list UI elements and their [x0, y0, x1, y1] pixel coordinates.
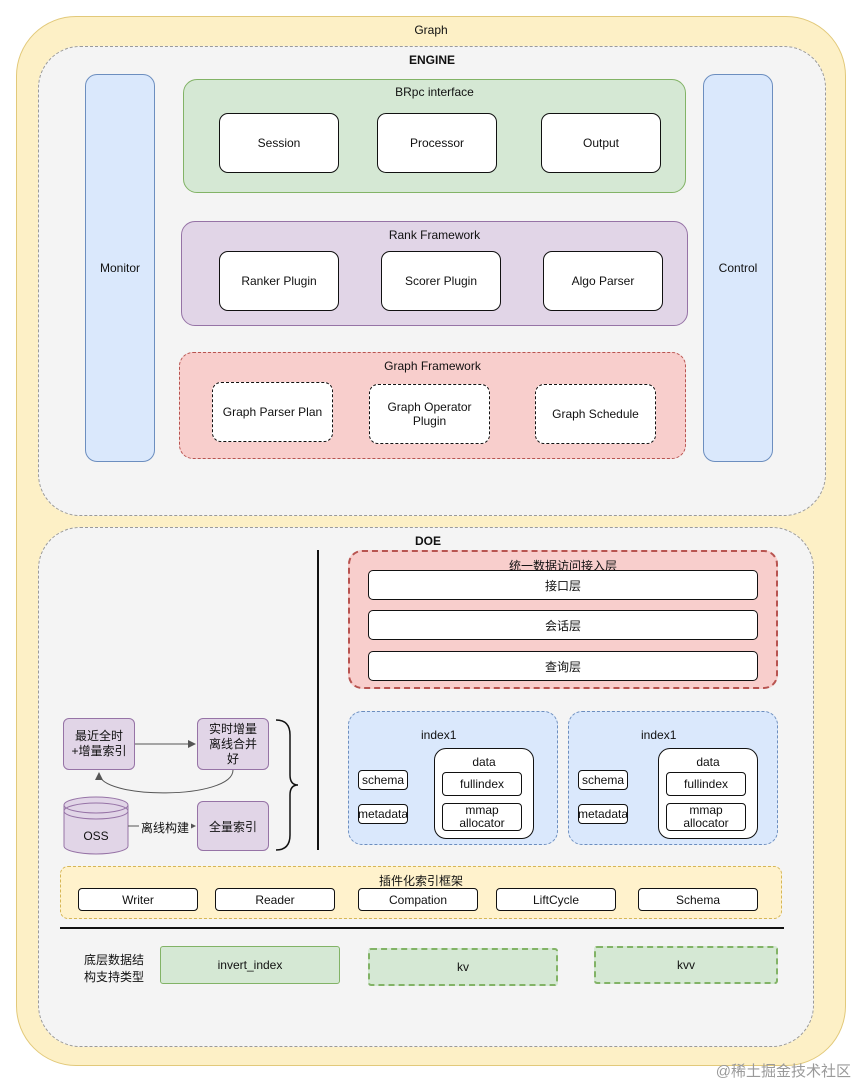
doe-title: DOE — [415, 534, 442, 548]
algo-parser-label: Algo Parser — [571, 274, 635, 288]
kv-box: kv — [368, 948, 558, 986]
graph-schedule-box: Graph Schedule — [535, 384, 656, 444]
graph-parser-plan-box: Graph Parser Plan — [212, 382, 333, 442]
schema-label: schema — [581, 773, 625, 787]
unified-access-layer-title: 统一数据访问接入层 — [508, 559, 617, 573]
fullindex-label: fullindex — [683, 777, 729, 791]
schema-box: schema — [578, 770, 628, 790]
mmap-allocator-box: mmap allocator — [666, 803, 746, 831]
query-layer-label: 查询层 — [544, 659, 581, 674]
writer-label: Writer — [122, 892, 154, 907]
invert-index-label: invert_index — [217, 958, 283, 972]
ranker-plugin-label: Ranker Plugin — [241, 274, 317, 288]
recent-full-incremental-index-box: 最近全时+增量索引 — [63, 718, 135, 770]
monitor-label: Monitor — [99, 261, 140, 275]
full-index-label: 全量索引 — [208, 819, 257, 834]
reader-label: Reader — [255, 892, 295, 907]
invert-index-box: invert_index — [160, 946, 340, 984]
control-box: Control — [703, 74, 773, 462]
kvv-label: kvv — [677, 958, 695, 972]
schema-plugin-box: Schema — [638, 888, 758, 911]
session-layer-box: 会话层 — [368, 610, 758, 640]
fullindex-box: fullindex — [442, 772, 522, 796]
plugin-index-framework-title: 插件化索引框架 — [378, 874, 463, 888]
realtime-incremental-merge-label: 实时增量离线合并好 — [208, 721, 257, 766]
oss-label: OSS — [83, 829, 109, 843]
schema-box: schema — [358, 770, 408, 790]
kv-label: kv — [457, 960, 469, 974]
session-layer-label: 会话层 — [544, 618, 581, 633]
doe-horizontal-divider — [60, 927, 784, 929]
data-title: data — [696, 755, 720, 769]
schema-label: schema — [361, 773, 405, 787]
index-name: index1 — [421, 728, 457, 742]
control-label: Control — [718, 261, 758, 275]
writer-box: Writer — [78, 888, 198, 911]
data-structure-label: 底层数据结构支持类型 — [84, 953, 145, 984]
metadata-label: metadata — [357, 807, 409, 821]
processor-box: Processor — [377, 113, 497, 173]
index-name: index1 — [641, 728, 677, 742]
recent-full-incremental-index-label: 最近全时+增量索引 — [71, 729, 127, 758]
watermark: @稀土掘金技术社区 — [715, 1063, 851, 1080]
graph-operator-plugin-box: Graph Operator Plugin — [369, 384, 490, 444]
interface-layer-box: 接口层 — [368, 570, 758, 600]
reader-box: Reader — [215, 888, 335, 911]
scorer-plugin-box: Scorer Plugin — [381, 251, 501, 311]
rank-framework-title: Rank Framework — [388, 228, 481, 242]
brpc-interface-title: BRpc interface — [395, 85, 474, 99]
scorer-plugin-label: Scorer Plugin — [404, 274, 478, 288]
metadata-label: metadata — [577, 807, 629, 821]
mmap-allocator-label: mmap allocator — [459, 803, 505, 830]
mmap-allocator-box: mmap allocator — [442, 803, 522, 831]
full-index-box: 全量索引 — [197, 801, 269, 851]
graph-schedule-label: Graph Schedule — [552, 407, 639, 421]
mmap-allocator-label: mmap allocator — [683, 803, 729, 830]
liftcycle-box: LiftCycle — [496, 888, 616, 911]
graph-operator-plugin-label: Graph Operator Plugin — [387, 400, 472, 428]
ranker-plugin-box: Ranker Plugin — [219, 251, 339, 311]
realtime-incremental-merge-box: 实时增量离线合并好 — [197, 718, 269, 770]
doe-vertical-divider — [317, 550, 319, 850]
offline-build-label: 离线构建 — [139, 819, 192, 836]
compation-box: Compation — [358, 888, 478, 911]
session-box: Session — [219, 113, 339, 173]
compation-label: Compation — [388, 892, 448, 907]
metadata-box: metadata — [578, 804, 628, 824]
monitor-box: Monitor — [85, 74, 155, 462]
output-label: Output — [582, 136, 620, 150]
graph-title: Graph — [414, 23, 448, 37]
fullindex-box: fullindex — [666, 772, 746, 796]
processor-label: Processor — [409, 136, 465, 150]
data-title: data — [472, 755, 496, 769]
kvv-box: kvv — [594, 946, 778, 984]
interface-layer-label: 接口层 — [544, 578, 581, 593]
graph-framework-title: Graph Framework — [384, 359, 481, 373]
schema-plugin-label: Schema — [675, 892, 721, 907]
query-layer-box: 查询层 — [368, 651, 758, 681]
fullindex-label: fullindex — [459, 777, 505, 791]
session-label: Session — [257, 136, 301, 150]
engine-title: ENGINE — [408, 53, 455, 67]
liftcycle-label: LiftCycle — [532, 892, 579, 907]
graph-parser-plan-label: Graph Parser Plan — [222, 405, 323, 419]
metadata-box: metadata — [358, 804, 408, 824]
algo-parser-box: Algo Parser — [543, 251, 663, 311]
output-box: Output — [541, 113, 661, 173]
